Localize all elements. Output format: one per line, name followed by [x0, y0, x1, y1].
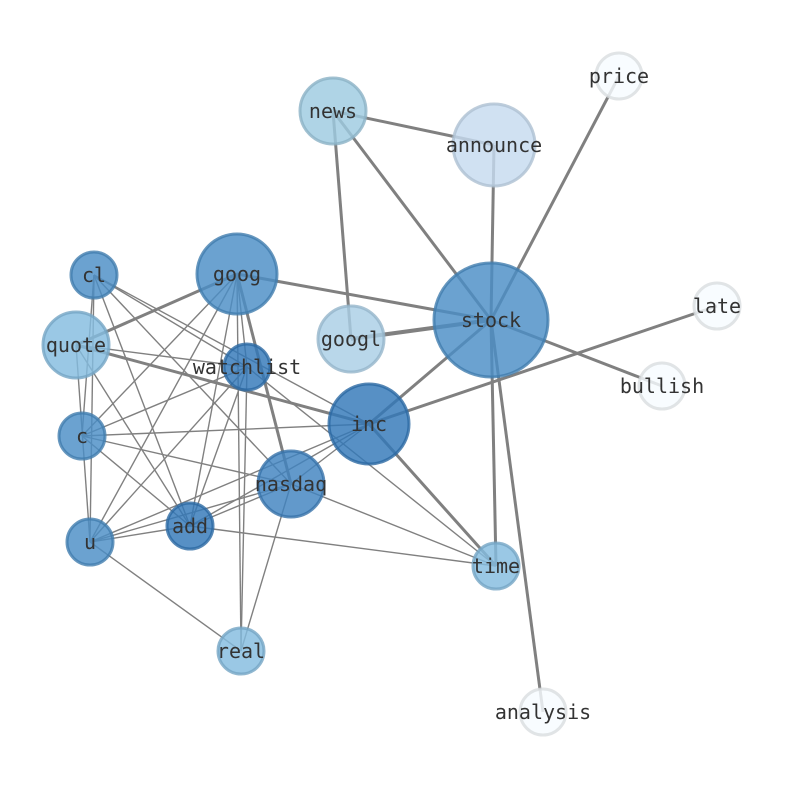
node-label-analysis: analysis [495, 700, 591, 724]
edge-nasdaq-time [290, 483, 497, 567]
node-analysis[interactable]: analysis [495, 687, 591, 737]
node-stock[interactable]: stock [432, 261, 550, 379]
node-circle-real[interactable] [216, 626, 266, 676]
node-circle-nasdaq[interactable] [256, 449, 326, 519]
edge-goog-real [236, 273, 242, 652]
node-label-googl: googl [321, 327, 381, 351]
edge-inc-u [89, 423, 370, 543]
node-circle-c[interactable] [57, 411, 107, 461]
node-label-inc: inc [351, 412, 387, 436]
node-label-nasdaq: nasdaq [255, 472, 327, 496]
node-goog[interactable]: goog [195, 232, 279, 316]
edge-add-time [189, 525, 497, 567]
node-add[interactable]: add [165, 501, 215, 551]
node-label-stock: stock [461, 308, 521, 332]
node-circle-quote[interactable] [41, 310, 111, 380]
node-circle-price[interactable] [594, 51, 644, 101]
edge-quote-add [75, 344, 191, 527]
node-circle-analysis[interactable] [518, 687, 568, 737]
edge-late-inc [368, 304, 718, 426]
node-inc[interactable]: inc [327, 382, 411, 466]
node-label-time: time [472, 554, 520, 578]
edge-watchlist-real [240, 366, 248, 652]
node-announce[interactable]: announce [446, 102, 542, 188]
node-googl[interactable]: googl [316, 304, 386, 374]
node-circle-watchlist[interactable] [222, 342, 272, 392]
node-label-add: add [172, 514, 208, 538]
node-circle-stock[interactable] [432, 261, 550, 379]
node-circle-add[interactable] [165, 501, 215, 551]
nodes-layer: news announce price goog cl quote googl stock la… [41, 51, 742, 737]
node-circle-bullish[interactable] [637, 361, 687, 411]
node-circle-late[interactable] [692, 281, 742, 331]
edge-goog-add [189, 273, 238, 527]
edge-watchlist-add [189, 366, 248, 527]
node-u[interactable]: u [65, 517, 115, 567]
edge-news-googl [331, 110, 353, 340]
node-label-c: c [76, 424, 88, 448]
node-label-goog: goog [213, 262, 261, 286]
edge-watchlist-c [81, 366, 248, 437]
edge-watchlist-time [246, 366, 497, 567]
node-label-cl: cl [82, 263, 106, 287]
node-circle-inc[interactable] [327, 382, 411, 466]
node-circle-cl[interactable] [69, 250, 119, 300]
edge-stock-analysis [489, 319, 545, 713]
node-circle-time[interactable] [471, 541, 521, 591]
node-watchlist[interactable]: watchlist [193, 342, 301, 392]
node-label-announce: announce [446, 133, 542, 157]
node-label-real: real [217, 639, 265, 663]
node-circle-goog[interactable] [195, 232, 279, 316]
node-cl[interactable]: cl [69, 250, 119, 300]
node-circle-googl[interactable] [316, 304, 386, 374]
node-nasdaq[interactable]: nasdaq [255, 449, 327, 519]
node-c[interactable]: c [57, 411, 107, 461]
node-real[interactable]: real [216, 626, 266, 676]
node-bullish[interactable]: bullish [620, 361, 704, 411]
node-circle-announce[interactable] [451, 102, 537, 188]
edge-c-nasdaq [81, 435, 292, 485]
node-label-watchlist: watchlist [193, 355, 301, 379]
node-label-quote: quote [46, 333, 106, 357]
edge-u-real [89, 541, 242, 652]
node-quote[interactable]: quote [41, 310, 111, 380]
node-news[interactable]: news [298, 76, 368, 146]
edge-cl-add [93, 274, 191, 527]
edge-inc-c [81, 423, 370, 437]
edge-quote-inc [75, 343, 370, 426]
node-label-bullish: bullish [620, 374, 704, 398]
node-label-news: news [309, 99, 357, 123]
node-time[interactable]: time [471, 541, 521, 591]
edge-cl-nasdaq [93, 274, 292, 485]
edge-cl-watchlist [93, 274, 248, 368]
node-circle-u[interactable] [65, 517, 115, 567]
edge-goog-u [89, 273, 238, 543]
node-label-price: price [589, 64, 649, 88]
node-late[interactable]: late [692, 281, 742, 331]
node-circle-news[interactable] [298, 76, 368, 146]
node-label-u: u [84, 530, 96, 554]
node-label-late: late [693, 294, 741, 318]
node-price[interactable]: price [589, 51, 649, 101]
edge-watchlist-u [89, 366, 248, 543]
